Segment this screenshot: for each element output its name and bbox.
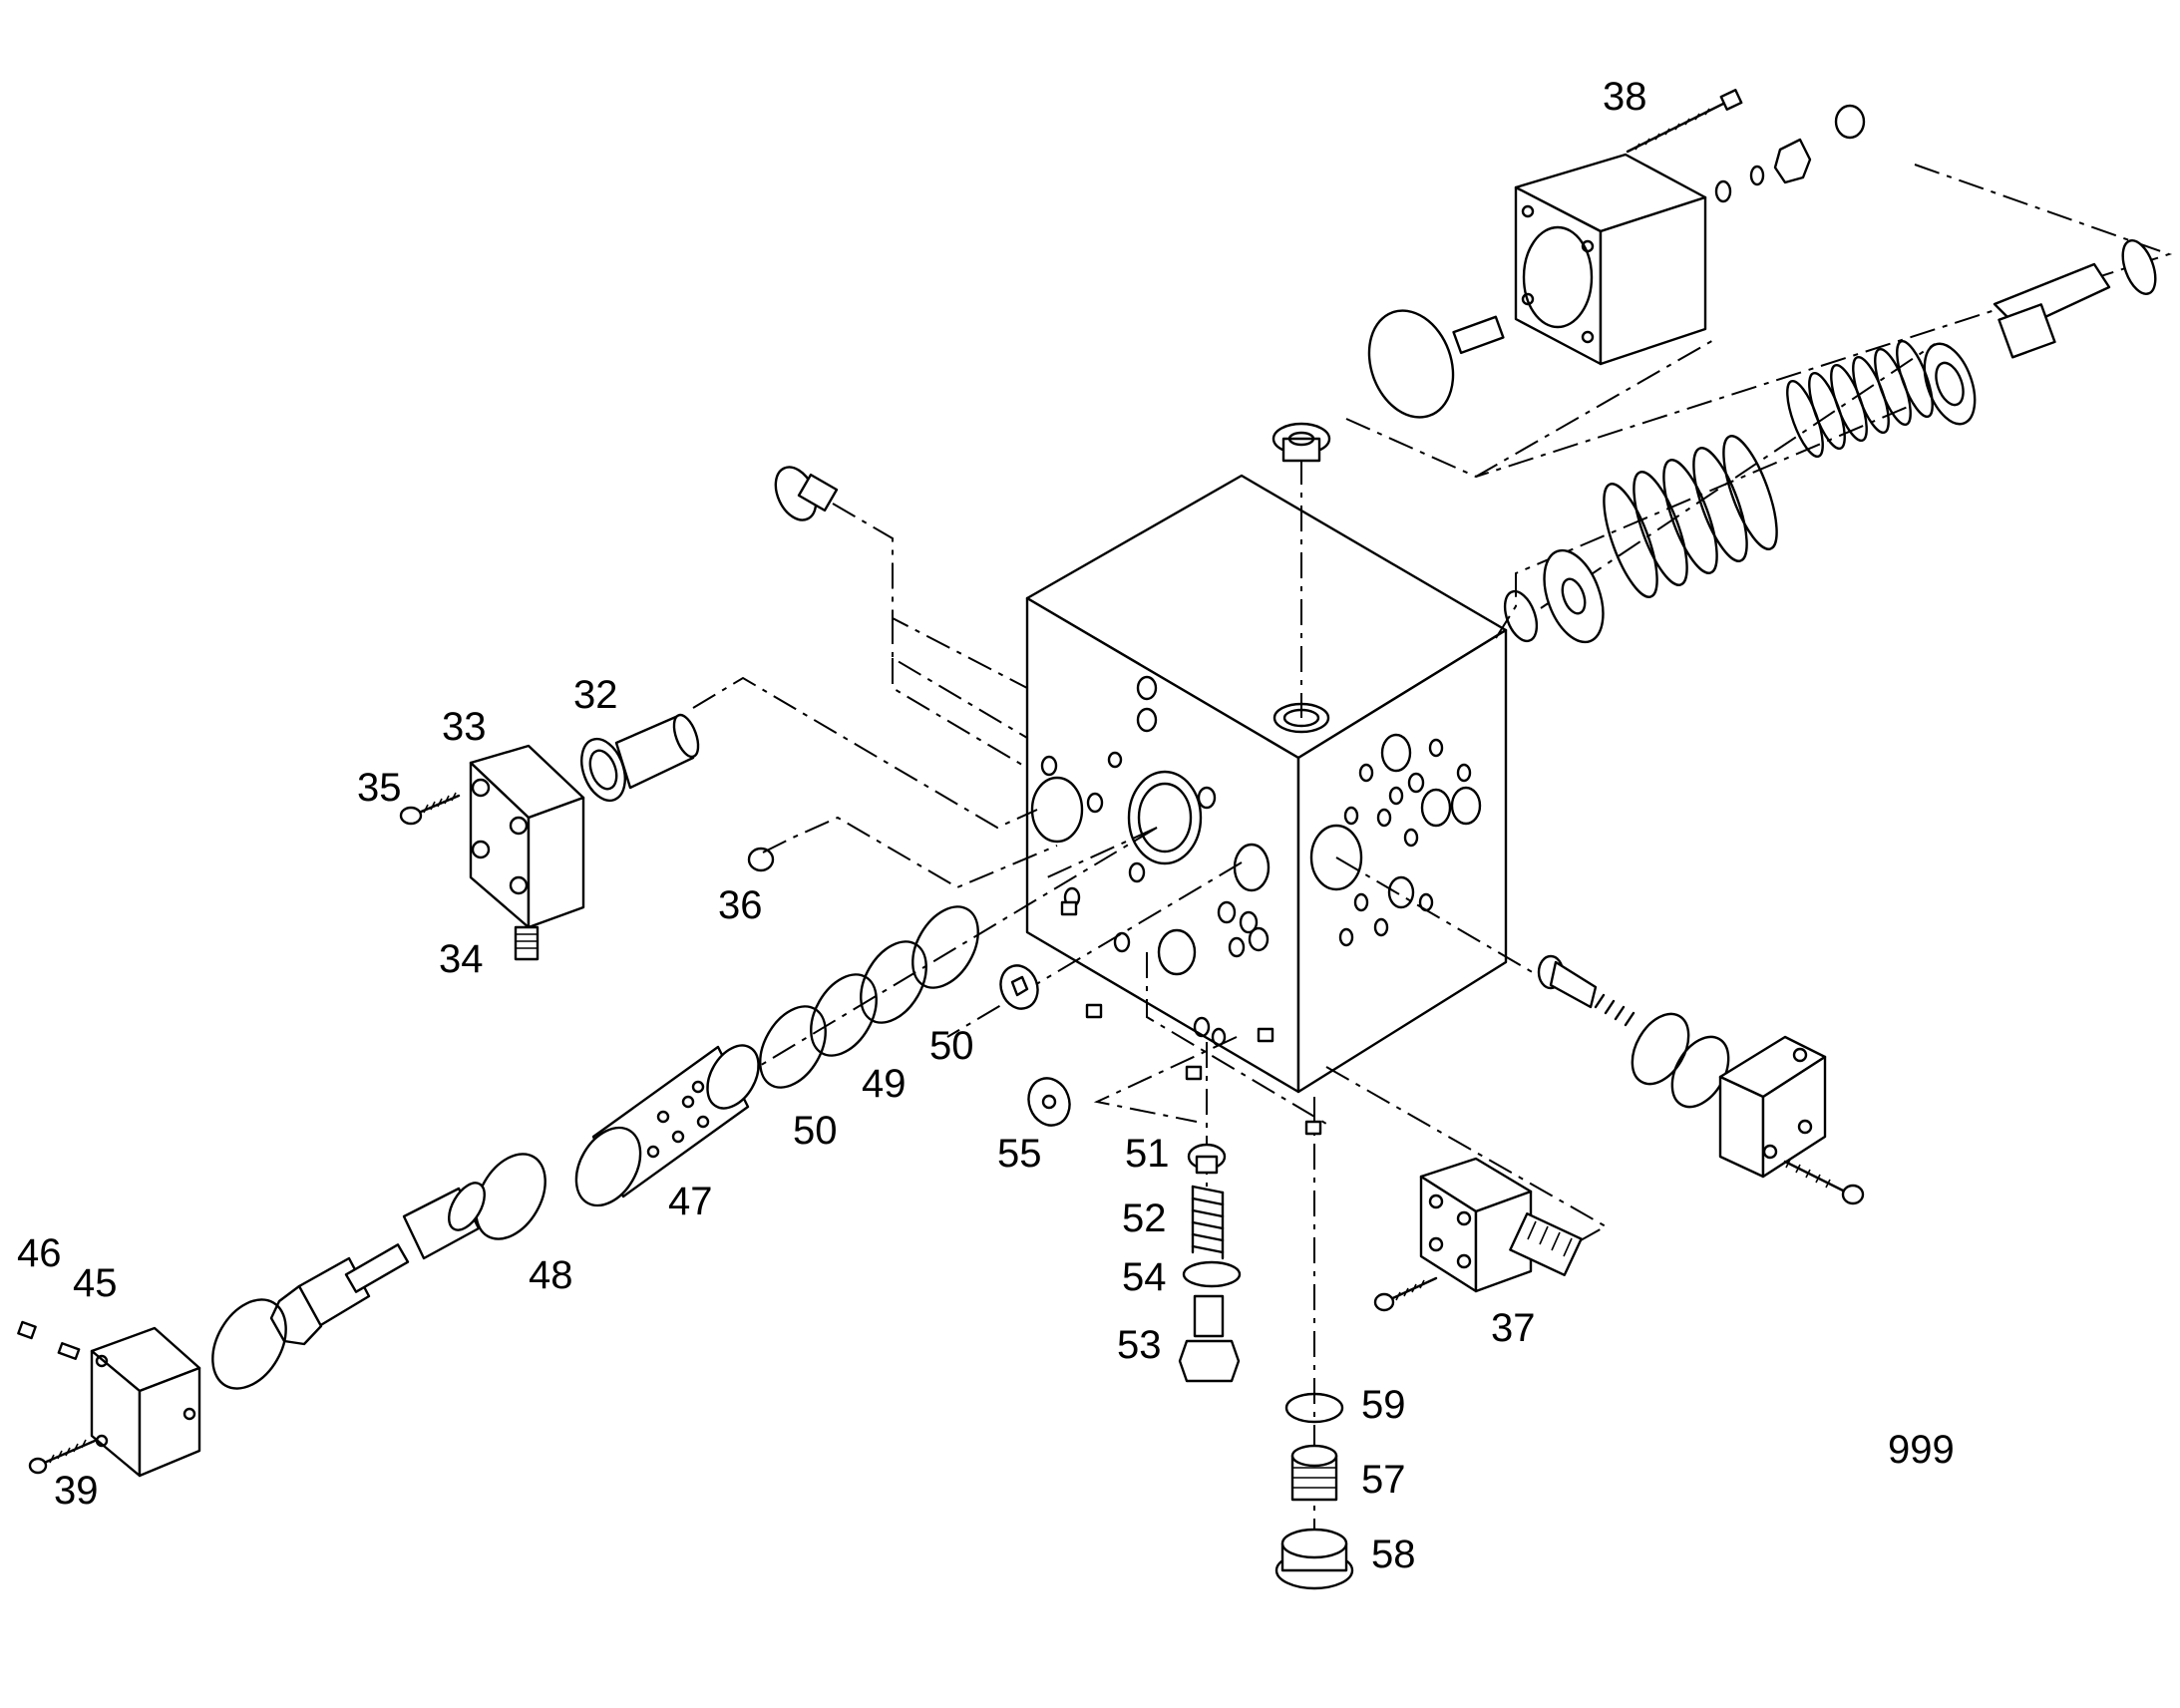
part-39-end-cap [28, 1326, 201, 1478]
part-32-cartridge [580, 713, 700, 803]
part-59-o-ring [1284, 1392, 1344, 1424]
part-36-o-ring [747, 847, 775, 872]
main-valve-block [1025, 474, 1508, 1094]
label-36: 36 [718, 883, 763, 927]
part-34-fitting [514, 925, 540, 961]
part-55-plug [1027, 1077, 1071, 1127]
part-37-cover-with-fitting [1373, 1157, 1583, 1312]
part-46-screw [17, 1320, 37, 1340]
part-number-labels: 38 32 33 35 36 34 50 49 50 47 48 46 45 3… [17, 75, 1955, 1576]
label-33: 33 [442, 705, 487, 749]
end-o-ring [211, 1298, 287, 1390]
label-55: 55 [997, 1132, 1042, 1176]
block-left-face-ports [1030, 675, 1271, 1047]
part-51-poppet [1187, 1143, 1227, 1175]
part-47-sleeve [574, 1044, 760, 1207]
label-58: 58 [1371, 1533, 1416, 1576]
top-plug [1272, 422, 1331, 463]
part-45-pin [57, 1342, 81, 1360]
label-37: 37 [1491, 1306, 1536, 1350]
label-54: 54 [1122, 1255, 1167, 1299]
part-33-cover-plate [469, 744, 585, 929]
part-50-o-ring-a [911, 905, 979, 989]
label-59: 59 [1361, 1383, 1406, 1427]
label-34: 34 [439, 937, 484, 981]
label-32: 32 [573, 673, 618, 717]
part-48-o-ring [475, 1153, 546, 1240]
label-50-lower: 50 [793, 1109, 838, 1153]
right-side-cover-plate [1718, 1035, 1865, 1205]
label-52: 52 [1122, 1196, 1167, 1240]
upper-left-plug [774, 466, 839, 521]
part-57-insert [1290, 1444, 1338, 1502]
spring-assembly [1503, 239, 2157, 644]
label-57: 57 [1361, 1458, 1406, 1502]
label-50-upper: 50 [929, 1024, 974, 1068]
right-side-plunger [1537, 954, 1635, 1027]
part-38-cover-block [1367, 89, 1866, 419]
label-47: 47 [668, 1180, 713, 1223]
sheet-number: 999 [1888, 1428, 1955, 1472]
part-54-o-ring [1182, 1260, 1242, 1288]
part-52-spring [1191, 1185, 1225, 1260]
part-53-plug [1178, 1294, 1241, 1383]
part-58-cap [1274, 1528, 1354, 1590]
label-45: 45 [73, 1261, 118, 1305]
label-38: 38 [1603, 75, 1647, 119]
spool [269, 1182, 486, 1346]
part-50-o-ring-b [759, 1005, 827, 1089]
label-53: 53 [1117, 1323, 1162, 1367]
part-35-bolt [399, 792, 461, 826]
label-48: 48 [529, 1253, 573, 1297]
block-right-face-ports [1309, 733, 1482, 947]
plug-middle [999, 964, 1039, 1010]
small-screws [1060, 900, 1322, 1136]
label-46: 46 [17, 1231, 62, 1275]
label-49: 49 [862, 1062, 907, 1106]
label-35: 35 [357, 766, 402, 810]
label-39: 39 [54, 1469, 99, 1513]
part-49-back-up-rings [810, 940, 927, 1057]
label-51: 51 [1125, 1132, 1170, 1176]
